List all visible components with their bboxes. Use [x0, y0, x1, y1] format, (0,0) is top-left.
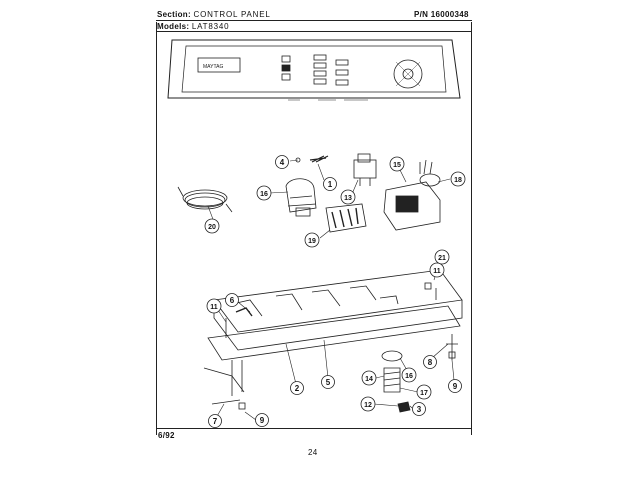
timer-assembly — [383, 159, 441, 231]
callout-11-left: 11 — [206, 298, 222, 314]
spring-part — [309, 155, 329, 163]
footer-date: 6/92 — [158, 431, 175, 440]
svg-text:6: 6 — [230, 296, 235, 305]
part-number: P/N 16000348 — [414, 10, 469, 19]
diagram-frame — [156, 22, 472, 435]
callout-2: 2 — [290, 381, 304, 395]
switch-part — [285, 178, 317, 217]
svg-text:5: 5 — [326, 378, 331, 387]
footer-rule — [156, 428, 472, 429]
callout-19: 19 — [304, 232, 320, 248]
callout-16-bottom: 16 — [401, 367, 417, 383]
svg-text:14: 14 — [365, 376, 373, 383]
header-rule-top — [156, 20, 472, 21]
callout-21: 21 — [434, 249, 450, 265]
section-header: Section: CONTROL PANEL — [157, 10, 271, 19]
callout-3: 3 — [412, 402, 426, 416]
callout-9-right: 9 — [448, 379, 462, 393]
callout-5: 5 — [321, 375, 335, 389]
svg-text:13: 13 — [344, 195, 352, 202]
svg-text:3: 3 — [417, 405, 422, 414]
callout-17: 17 — [416, 384, 432, 400]
callout-4: 4 — [275, 155, 289, 169]
svg-text:2: 2 — [295, 384, 300, 393]
svg-text:15: 15 — [393, 162, 401, 169]
section-value: CONTROL PANEL — [193, 10, 271, 19]
knob-assembly — [381, 350, 411, 413]
callout-15: 15 — [389, 156, 405, 172]
svg-text:20: 20 — [208, 224, 216, 231]
callout-8: 8 — [423, 355, 437, 369]
models-label: Models: — [157, 22, 190, 31]
svg-text:16: 16 — [405, 373, 413, 380]
timer-dial — [393, 59, 423, 89]
svg-text:MAYTAG: MAYTAG — [203, 64, 223, 70]
callout-6: 6 — [225, 293, 239, 307]
callout-14: 14 — [361, 370, 377, 386]
callout-12: 12 — [360, 396, 376, 412]
svg-text:21: 21 — [438, 255, 446, 262]
svg-text:17: 17 — [420, 390, 428, 397]
svg-text:11: 11 — [433, 268, 441, 275]
power-cord — [177, 186, 233, 213]
header-rule-bottom — [156, 31, 472, 32]
push-button-switch — [325, 203, 367, 233]
control-panel-illustration: MAYTAG — [167, 39, 461, 101]
svg-text:7: 7 — [213, 417, 218, 426]
brand-logo — [197, 57, 241, 73]
models-value: LAT8340 — [191, 22, 230, 31]
callout-11-right: 11 — [429, 262, 445, 278]
svg-text:8: 8 — [428, 358, 433, 367]
svg-text:19: 19 — [308, 238, 316, 245]
pn-label: P/N — [414, 10, 429, 19]
callout-13: 13 — [340, 189, 356, 205]
console-base-frame — [203, 269, 463, 410]
callout-18: 18 — [450, 171, 466, 187]
callout-1: 1 — [323, 177, 337, 191]
relay-part — [353, 153, 377, 186]
svg-text:1: 1 — [328, 180, 333, 189]
svg-text:9: 9 — [260, 416, 265, 425]
callout-20: 20 — [204, 218, 220, 234]
svg-text:4: 4 — [280, 158, 285, 167]
callout-9-left: 9 — [255, 413, 269, 427]
callout-16-top: 16 — [256, 185, 272, 201]
temperature-buttons — [281, 54, 349, 86]
section-label: Section: — [157, 10, 191, 19]
models-header: Models: LAT8340 — [157, 22, 229, 31]
svg-text:12: 12 — [364, 402, 372, 409]
svg-text:18: 18 — [454, 177, 462, 184]
pn-value: 16000348 — [430, 10, 469, 19]
svg-text:16: 16 — [260, 191, 268, 198]
page-number: 24 — [308, 448, 318, 457]
svg-text:9: 9 — [453, 382, 458, 391]
callout-7: 7 — [208, 414, 222, 428]
svg-text:11: 11 — [210, 304, 218, 311]
